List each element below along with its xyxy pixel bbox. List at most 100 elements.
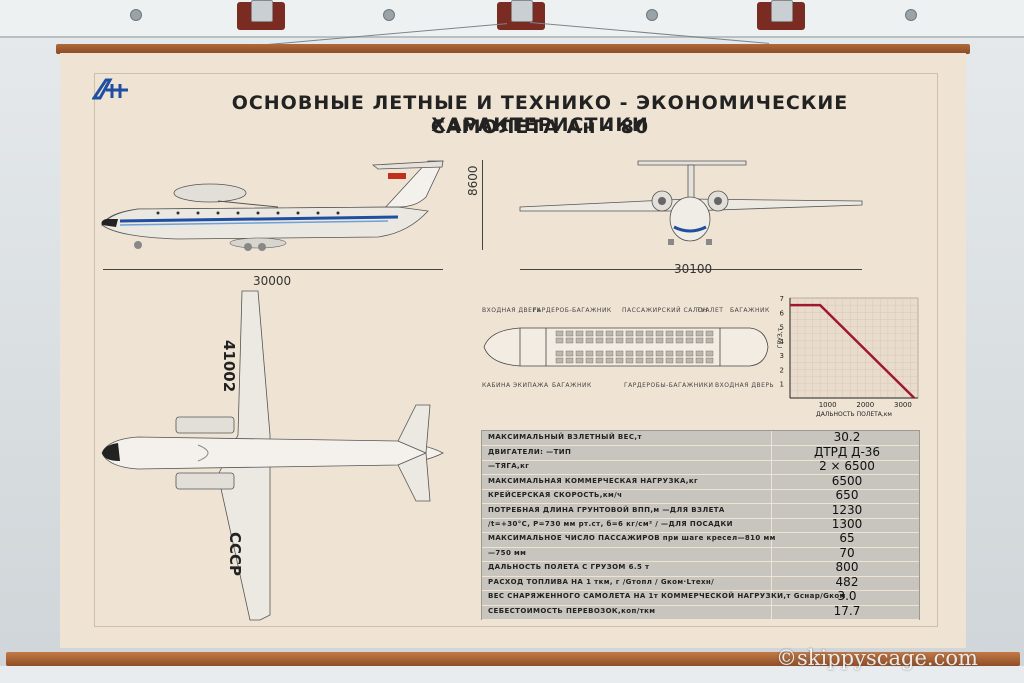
- cabin-seat: [695, 330, 704, 337]
- hanger-clip: [237, 0, 285, 30]
- cabin-label-bottom: ВХОДНАЯ ДВЕРЬ: [715, 382, 775, 389]
- spec-row: ДАЛЬНОСТЬ ПОЛЕТА С ГРУЗОМ 6.5 т 800: [482, 560, 919, 577]
- cabin-seat: [575, 357, 584, 364]
- screw: [646, 9, 658, 21]
- cabin-label-top: БАГАЖНИК: [730, 307, 770, 314]
- spec-row: РАСХОД ТОПЛИВА НА 1 ткм, г /Gтопл / Gком…: [482, 574, 919, 592]
- cabin-seat: [645, 350, 654, 357]
- cabin-seat: [675, 350, 684, 357]
- cabin-label-bottom: БАГАЖНИК: [552, 382, 592, 389]
- spec-value: 65: [839, 531, 855, 546]
- screw: [905, 9, 917, 21]
- spec-label: —ТЯГА,кг: [488, 462, 530, 471]
- cabin-seat: [685, 330, 694, 337]
- cabin-seat: [625, 357, 634, 364]
- cabin-seat: [695, 350, 704, 357]
- cabin-seat: [695, 357, 704, 364]
- poster-title-line2: САМОЛЕТА Ан - 80: [430, 116, 650, 138]
- cabin-seat: [605, 350, 614, 357]
- cabin-seat: [635, 330, 644, 337]
- cabin-seat: [565, 330, 574, 337]
- spec-label: —750 мм: [488, 548, 527, 557]
- cabin-label-top: ПАССАЖИРСКИЙ САЛОН: [622, 307, 709, 314]
- cabin-seat: [645, 330, 654, 337]
- chart-y-tick-label: 4: [780, 338, 785, 346]
- cabin-seat: [605, 337, 614, 344]
- spec-row: МАКСИМАЛЬНОЕ ЧИСЛО ПАССАЖИРОВ при шаге к…: [482, 531, 919, 548]
- spec-label: КРЕЙСЕРСКАЯ СКОРОСТЬ,км/ч: [488, 491, 623, 500]
- cabin-seat: [705, 330, 714, 337]
- cabin-seat: [625, 330, 634, 337]
- watermark: ©skippyscage.com: [776, 646, 978, 670]
- chart-x-tick-label: 1000: [819, 401, 837, 409]
- floor-edge: [0, 666, 1024, 683]
- cabin-seat: [695, 337, 704, 344]
- chart-series-line: [790, 303, 916, 399]
- spec-label: ПОТРЕБНАЯ ДЛИНА ГРУНТОВОЙ ВПП,м —ДЛЯ ВЗЛ…: [488, 505, 725, 514]
- cabin-label-top: ВХОДНАЯ ДВЕРЬ: [482, 307, 542, 314]
- cabin-seat: [635, 350, 644, 357]
- chart-y-tick-label: 6: [780, 309, 785, 317]
- aircraft-front-view: [519, 160, 863, 245]
- cabin-seat: [675, 330, 684, 337]
- cabin-label-top: ГАРДЕРОБ-БАГАЖНИК: [533, 307, 612, 314]
- aircraft-side-view: [101, 160, 444, 251]
- poster-bottom-rod: [6, 652, 1020, 666]
- cabin-seat: [615, 330, 624, 337]
- spec-value: 1300: [831, 517, 863, 531]
- cabin-seat: [645, 357, 654, 364]
- spec-label: МАКСИМАЛЬНАЯ КОММЕРЧЕСКАЯ НАГРУЗКА,кг: [488, 476, 699, 485]
- cabin-seat: [655, 337, 664, 344]
- cabin-seat: [615, 337, 624, 344]
- spec-value: 650: [835, 488, 859, 503]
- span-dimension: 30100: [674, 262, 713, 276]
- cabin-seat: [705, 357, 714, 364]
- cabin-seat: [685, 337, 694, 344]
- chart-y-axis-label: ГРУЗ,т: [777, 327, 784, 348]
- spec-value: ДТРД Д-36: [813, 444, 881, 459]
- cabin-seat: [705, 350, 714, 357]
- spec-value: 1230: [831, 502, 863, 517]
- chart-y-tick-label: 3: [780, 352, 784, 360]
- cabin-seat: [675, 337, 684, 344]
- cabin-seat: [705, 337, 714, 344]
- chart-x-axis-label: ДАЛЬНОСТЬ ПОЛЕТА,км: [816, 411, 892, 418]
- cabin-seat: [665, 337, 674, 344]
- cabin-seat: [615, 357, 624, 364]
- spec-value: 482: [835, 574, 859, 589]
- cabin-seat: [645, 337, 654, 344]
- chart-y-tick-label: 2: [780, 366, 784, 374]
- cabin-seat: [555, 350, 564, 357]
- cabin-seat: [565, 357, 574, 364]
- cabin-seat: [595, 337, 604, 344]
- spec-row: —750 мм 70: [482, 545, 919, 563]
- hanger-clip: [497, 0, 545, 30]
- spec-label: /t=+30°C, P=730 мм рт.ст, б=6 кг/см² / —…: [488, 519, 733, 528]
- chart-x-tick-label: 3000: [894, 401, 912, 409]
- cabin-seat: [575, 350, 584, 357]
- cabin-seat: [665, 330, 674, 337]
- spec-value: 800: [835, 560, 859, 575]
- antonov-logo-icon: [92, 78, 128, 100]
- spec-value: 30.2: [833, 430, 861, 445]
- poster-title-line1: ОСНОВНЫЕ ЛЕТНЫЕ И ТЕХНИКО - ЭКОНОМИЧЕСКИ…: [231, 92, 849, 136]
- chart-y-tick-label: 5: [780, 324, 784, 332]
- length-dimension-line: [103, 269, 443, 270]
- spec-label: МАКСИМАЛЬНЫЙ ВЗЛЕТНЫЙ ВЕС,т: [488, 433, 642, 442]
- cabin-seat: [585, 337, 594, 344]
- cabin-seat: [555, 330, 564, 337]
- cabin-seat: [625, 337, 634, 344]
- cabin-seat: [675, 357, 684, 364]
- length-dimension: 30000: [253, 274, 292, 288]
- spec-value: 70: [839, 545, 855, 560]
- cabin-seat: [585, 330, 594, 337]
- spec-label: ВЕС СНАРЯЖЕННОГО САМОЛЕТА НА 1т КОММЕРЧЕ…: [488, 592, 846, 601]
- spec-label: ДАЛЬНОСТЬ ПОЛЕТА С ГРУЗОМ 6.5 т: [488, 563, 650, 572]
- chart-y-tick-label: 7: [780, 295, 784, 303]
- poster-top-rod: [56, 44, 970, 54]
- cabin-label-bottom: КАБИНА ЭКИПАЖА: [482, 382, 549, 389]
- spec-value: 2 × 6500: [819, 459, 875, 474]
